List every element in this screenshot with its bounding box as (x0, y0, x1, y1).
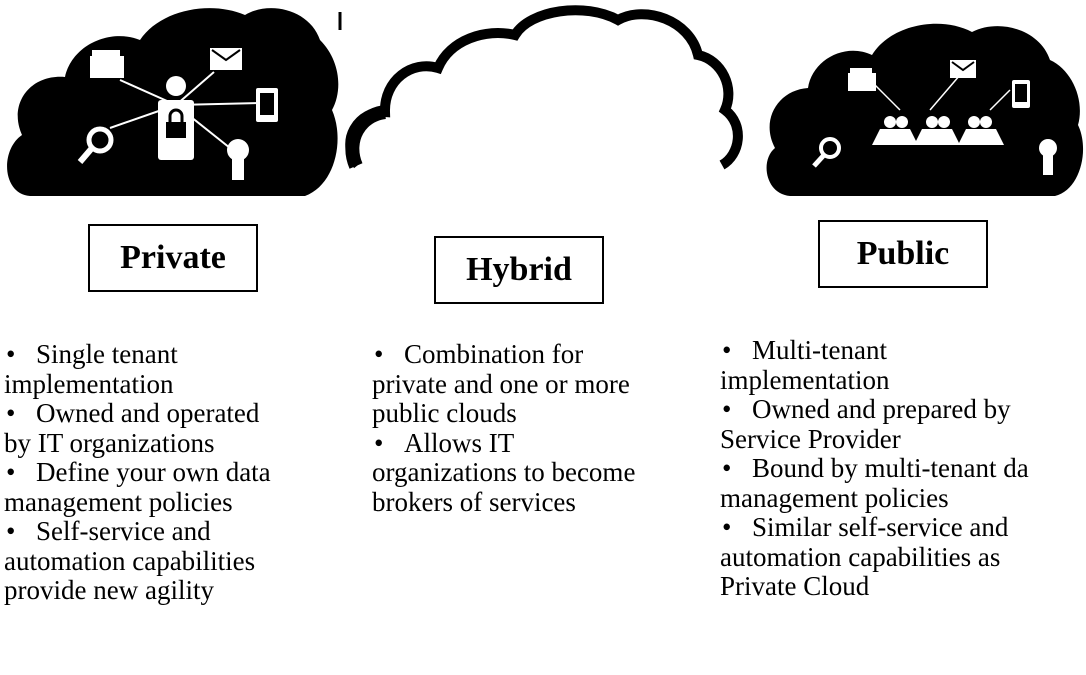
cloud-illustrations (7, 5, 1084, 196)
users-group-icon (872, 116, 1004, 145)
bullet-text: Allows IT (404, 427, 515, 458)
bullet-text: Define your own data (36, 457, 271, 487)
bullet-text-cont: implementation (720, 364, 890, 395)
folder-icon (848, 68, 876, 91)
bullet-text-cont: by IT organizations (4, 427, 215, 458)
lightbulb-icon (227, 139, 249, 180)
public-icons (812, 60, 1057, 175)
search-icon (77, 126, 114, 164)
bullet-text: Single tenant (36, 339, 178, 369)
bullet-text-cont: organizations to become brokers of servi… (372, 457, 636, 517)
private-label: Private (120, 239, 226, 276)
bullet-text-cont: private and one or more public clouds (372, 368, 630, 428)
folder-icon (90, 50, 124, 78)
tablet-icon (256, 88, 278, 122)
bullet-text: Similar self-service and (752, 512, 1009, 542)
private-label-box: Private (88, 224, 258, 292)
bullet-text-cont: Service Provider (720, 423, 901, 454)
user-lock-icon (158, 76, 194, 160)
mail-icon (210, 48, 242, 70)
bullet-text-cont: implementation (4, 368, 174, 399)
hybrid-cloud (338, 5, 743, 170)
bullet-text-cont: management policies (4, 486, 233, 517)
public-label: Public (856, 235, 950, 272)
private-icons (77, 48, 278, 180)
bullet-text: Combination for (404, 339, 584, 369)
hybrid-label: Hybrid (466, 251, 572, 288)
public-label-box: Public (818, 220, 988, 288)
bullet-text-cont: automation capabilities as Private Cloud (720, 541, 1001, 601)
search-icon (812, 137, 841, 168)
bullet-text-cont: management policies (720, 482, 949, 513)
bullet-text: Owned and prepared by (752, 394, 1011, 424)
bullet-text-cont: automation capabilities provide new agil… (4, 545, 256, 605)
lightbulb-icon (1039, 139, 1057, 175)
public-cloud (766, 23, 1084, 196)
bullet-text: Owned and operated (36, 398, 260, 428)
bullet-text: Bound by multi-tenant da (752, 453, 1029, 483)
tablet-icon (1012, 80, 1030, 108)
hybrid-label-box: Hybrid (434, 236, 604, 304)
mail-icon (950, 60, 976, 78)
bullet-text: Self-service and (36, 516, 211, 546)
bullet-text: Multi-tenant (752, 335, 887, 365)
